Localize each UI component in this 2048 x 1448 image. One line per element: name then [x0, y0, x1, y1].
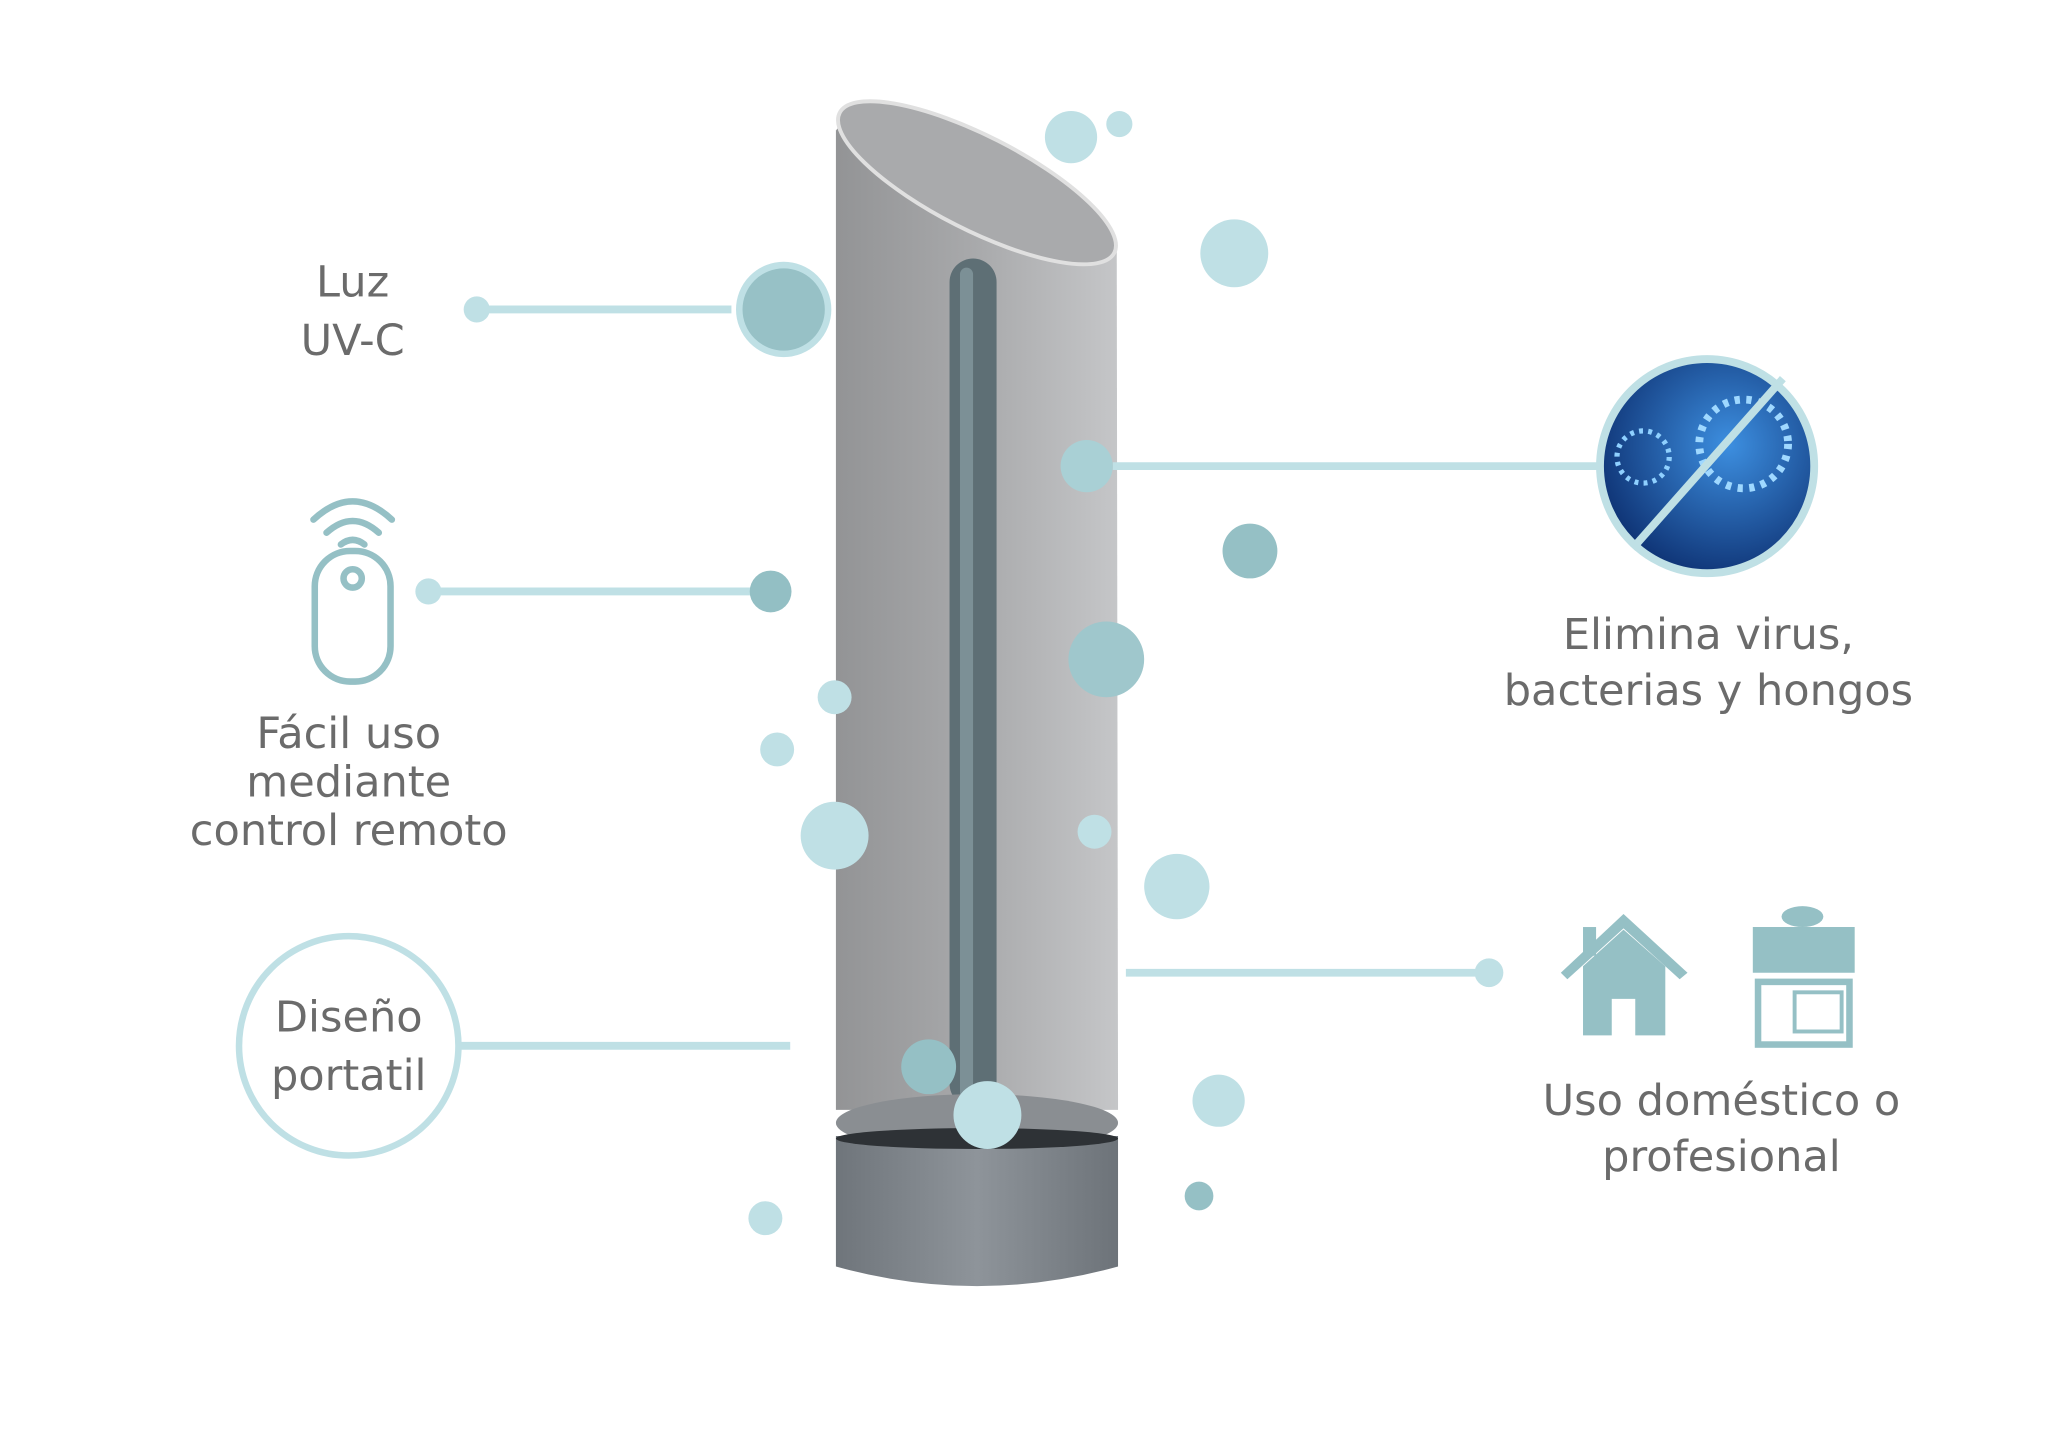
portable-label-line-2: portatil: [271, 1051, 427, 1101]
feature-eliminate-virus: Elimina virus, bacterias y hongos: [1060, 355, 1913, 716]
feature-uv-light: Luz UV-C: [301, 257, 832, 366]
remote-label-line-1: Fácil uso: [256, 709, 441, 759]
remote-label-line-2: mediante: [246, 757, 451, 807]
shop-icon: [1752, 906, 1855, 1048]
house-icon: [1560, 913, 1688, 1036]
feature-remote-control: Fácil uso mediante control remoto: [190, 498, 792, 856]
virus-icon: [1596, 355, 1819, 578]
feature-domestic-professional: Uso doméstico o profesional: [1125, 906, 1901, 1182]
virus-label-line-1: Elimina virus,: [1563, 610, 1854, 660]
remote-control-icon: [310, 498, 396, 685]
uv-lamp-device: [835, 99, 1119, 1287]
usage-label-line-1: Uso doméstico o: [1543, 1076, 1901, 1126]
usage-label-line-2: profesional: [1602, 1132, 1841, 1182]
connector-dot: [736, 261, 832, 358]
portable-label-line-1: Diseño: [275, 992, 423, 1042]
remote-label-line-3: control remoto: [190, 806, 508, 856]
virus-label-line-2: bacterias y hongos: [1504, 666, 1913, 716]
bubbles: [748, 110, 1278, 1236]
uv-label-line-2: UV-C: [301, 316, 405, 366]
uv-label-line-1: Luz: [316, 257, 389, 307]
feature-portable-design: Diseño portatil: [235, 932, 791, 1159]
